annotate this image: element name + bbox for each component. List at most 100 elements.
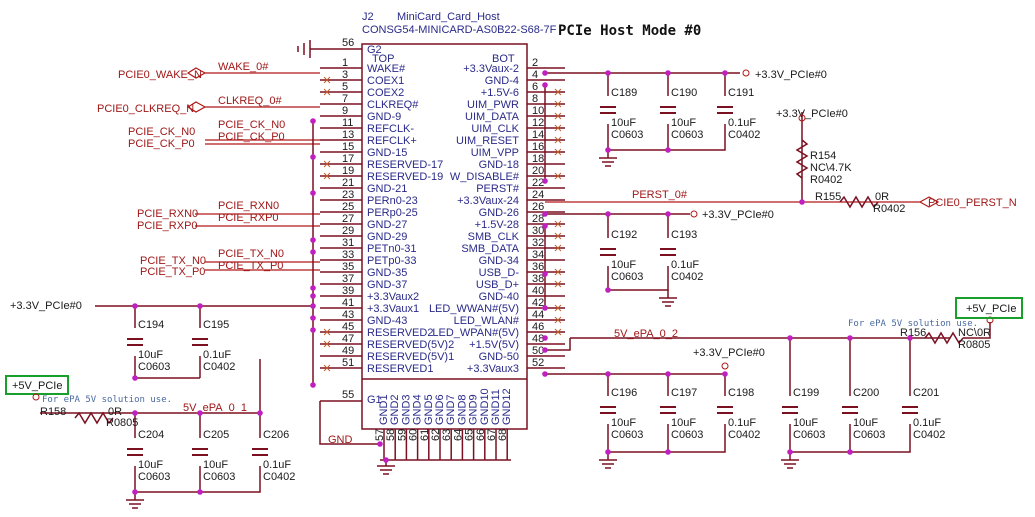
cap-gap-c191 xyxy=(723,96,727,124)
cap-pkg-c189: C0603 xyxy=(611,129,643,141)
pin-number-23: 23 xyxy=(342,189,354,201)
cap-pkg-c195: C0402 xyxy=(203,361,235,373)
junction-dot xyxy=(542,223,548,229)
node-3v3-pullup xyxy=(798,114,806,122)
nc-mark-b-20 xyxy=(554,172,562,180)
cap-ref-c204: C204 xyxy=(138,429,164,441)
pin-name-28: +1.5V-28 xyxy=(475,219,519,231)
cap-val-c194: 10uF xyxy=(138,349,163,361)
junction-dot xyxy=(542,70,548,76)
junction-dot xyxy=(542,305,548,311)
pin-number-18: 18 xyxy=(532,153,544,165)
pin-number-29: 29 xyxy=(342,225,354,237)
pin-number-4: 4 xyxy=(532,69,538,81)
pin-number-32: 32 xyxy=(532,237,544,249)
nc-mark-b-32 xyxy=(554,244,562,252)
net-wake-0: WAKE_0# xyxy=(218,61,269,73)
junction-dot xyxy=(383,457,389,463)
pin-number-31: 31 xyxy=(342,237,354,249)
r158-val: 0R xyxy=(108,406,122,418)
ground-icon xyxy=(659,290,677,307)
cap-ref-c189: C189 xyxy=(611,87,637,99)
nc-mark-b-16 xyxy=(554,148,562,156)
power-box-5v-right xyxy=(955,297,1023,319)
junction-dot xyxy=(542,347,548,353)
pin-name-43: GND-43 xyxy=(367,315,407,327)
r155-pkg: R0402 xyxy=(873,203,905,215)
pin-number-50: 50 xyxy=(532,345,544,357)
nc-mark-b-19 xyxy=(323,172,331,180)
resistor-r154 xyxy=(795,139,809,179)
pin-name-5: COEX2 xyxy=(367,87,404,99)
cap-gap-c190 xyxy=(666,96,670,124)
cap-gap-c194 xyxy=(133,328,137,356)
nc-mark-b-14 xyxy=(554,136,562,144)
port-pcie-rxn0: PCIE_RXN0 xyxy=(137,208,198,220)
junction-dot xyxy=(197,489,203,495)
r155-ref: R155 xyxy=(815,191,841,203)
junction-dot xyxy=(310,293,316,299)
cap-val-c205: 10uF xyxy=(203,459,228,471)
junction-dot xyxy=(722,371,728,377)
pin-name-15: GND-15 xyxy=(367,147,407,159)
pin-number-49: 49 xyxy=(342,345,354,357)
cap-val-c197: 10uF xyxy=(671,417,696,429)
junction-dot xyxy=(310,249,316,255)
cap-gap-c197 xyxy=(666,396,670,424)
port-pcie-ck-p0: PCIE_CK_P0 xyxy=(128,138,195,150)
pin-name-12: UIM_CLK xyxy=(471,123,519,135)
cap-pkg-c191: C0402 xyxy=(728,129,760,141)
pin-number-38: 38 xyxy=(532,273,544,285)
pin-number-68: 68 xyxy=(497,429,509,441)
pin-name-60: GND4 xyxy=(412,394,424,425)
port-pcie-tx-p0: PCIE_TX_P0 xyxy=(140,266,205,278)
junction-dot xyxy=(605,287,611,293)
node-3v3-mid xyxy=(690,210,698,218)
pin-number-25: 25 xyxy=(342,201,354,213)
pin-name-9: GND-9 xyxy=(367,111,401,123)
nc-mark-b-46 xyxy=(554,328,562,336)
net-5v-epa-0-1: 5V_ePA_0_1 xyxy=(183,402,247,414)
pin-name-33: PETp0-33 xyxy=(367,255,417,267)
connector-ref: J2 xyxy=(362,11,374,23)
connector-value: MiniCard_Card_Host xyxy=(397,11,500,23)
junction-dot xyxy=(847,449,853,455)
pin-number-8: 8 xyxy=(532,93,538,105)
pin-number-19: 19 xyxy=(342,165,354,177)
pin-name-50: GND-50 xyxy=(479,351,519,363)
junction-dot xyxy=(605,449,611,455)
junction-dot xyxy=(542,271,548,277)
pin-name-7: CLKREQ# xyxy=(367,99,419,111)
net-perst-0: PERST_0# xyxy=(632,189,688,201)
pin-name-36: USB_D- xyxy=(479,267,520,279)
nc-mark-b-42 xyxy=(554,304,562,312)
pin-number-66: 66 xyxy=(475,429,487,441)
pin-number-6: 6 xyxy=(532,81,538,93)
junction-dot xyxy=(605,371,611,377)
cap-pkg-c197: C0603 xyxy=(671,429,703,441)
junction-dot xyxy=(605,70,611,76)
net-pcie-rxn0: PCIE_RXN0 xyxy=(218,200,279,212)
nc-mark-b-36 xyxy=(554,268,562,276)
junction-dot xyxy=(197,410,203,416)
power-label-3v3-pullup: +3.3V_PCIe#0 xyxy=(776,108,848,120)
note-epa-right: For ePA 5V solution use. xyxy=(848,319,978,329)
r156-val: NC\0R xyxy=(958,327,991,339)
r155-val: 0R xyxy=(875,191,889,203)
pin-number-35: 35 xyxy=(342,261,354,273)
junction-dot xyxy=(377,441,383,447)
pin-number-67: 67 xyxy=(486,429,498,441)
pin-name-21: GND-21 xyxy=(367,183,407,195)
cap-pkg-c194: C0603 xyxy=(138,361,170,373)
pin-name-14: UIM_RESET xyxy=(456,135,519,147)
net-pcie-ck-n0: PCIE_CK_N0 xyxy=(218,119,285,131)
pin-name-44: LED_WLAN# xyxy=(454,315,520,327)
cap-val-c198: 0.1uF xyxy=(728,417,756,429)
pin-number-28: 28 xyxy=(532,213,544,225)
